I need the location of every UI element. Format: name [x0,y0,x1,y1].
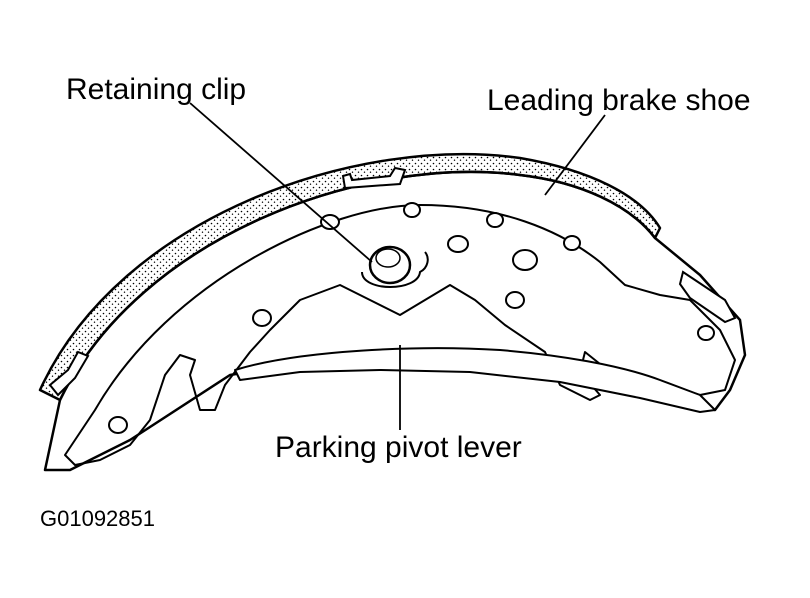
figure-code: G01092851 [40,506,155,531]
retaining-clip-washer [361,251,429,288]
web-hole [486,212,504,228]
web-hole [697,325,715,341]
leader-leading-brake-shoe [544,114,606,196]
rim-tab-right [678,270,737,324]
rim-tab-left [48,350,90,397]
web-hole [252,309,272,327]
shoe-rim [43,170,747,472]
label-parking-pivot-lever: Parking pivot lever [275,431,522,464]
web-hole [320,214,340,230]
label-retaining-clip: Retaining clip [66,73,247,106]
label-leading-brake-shoe: Leading brake shoe [487,84,751,117]
leader-retaining-clip [189,102,373,263]
rim-tab-top [341,166,407,190]
web-hole [403,202,421,218]
parking-pivot-lever [234,347,716,413]
shoe-web [64,204,736,466]
web-hole [108,416,128,434]
web-hole [512,249,538,271]
retaining-clip-pin-top [375,248,401,268]
web-hole [505,291,525,309]
web-hole [563,235,581,251]
web-hole [447,235,469,253]
